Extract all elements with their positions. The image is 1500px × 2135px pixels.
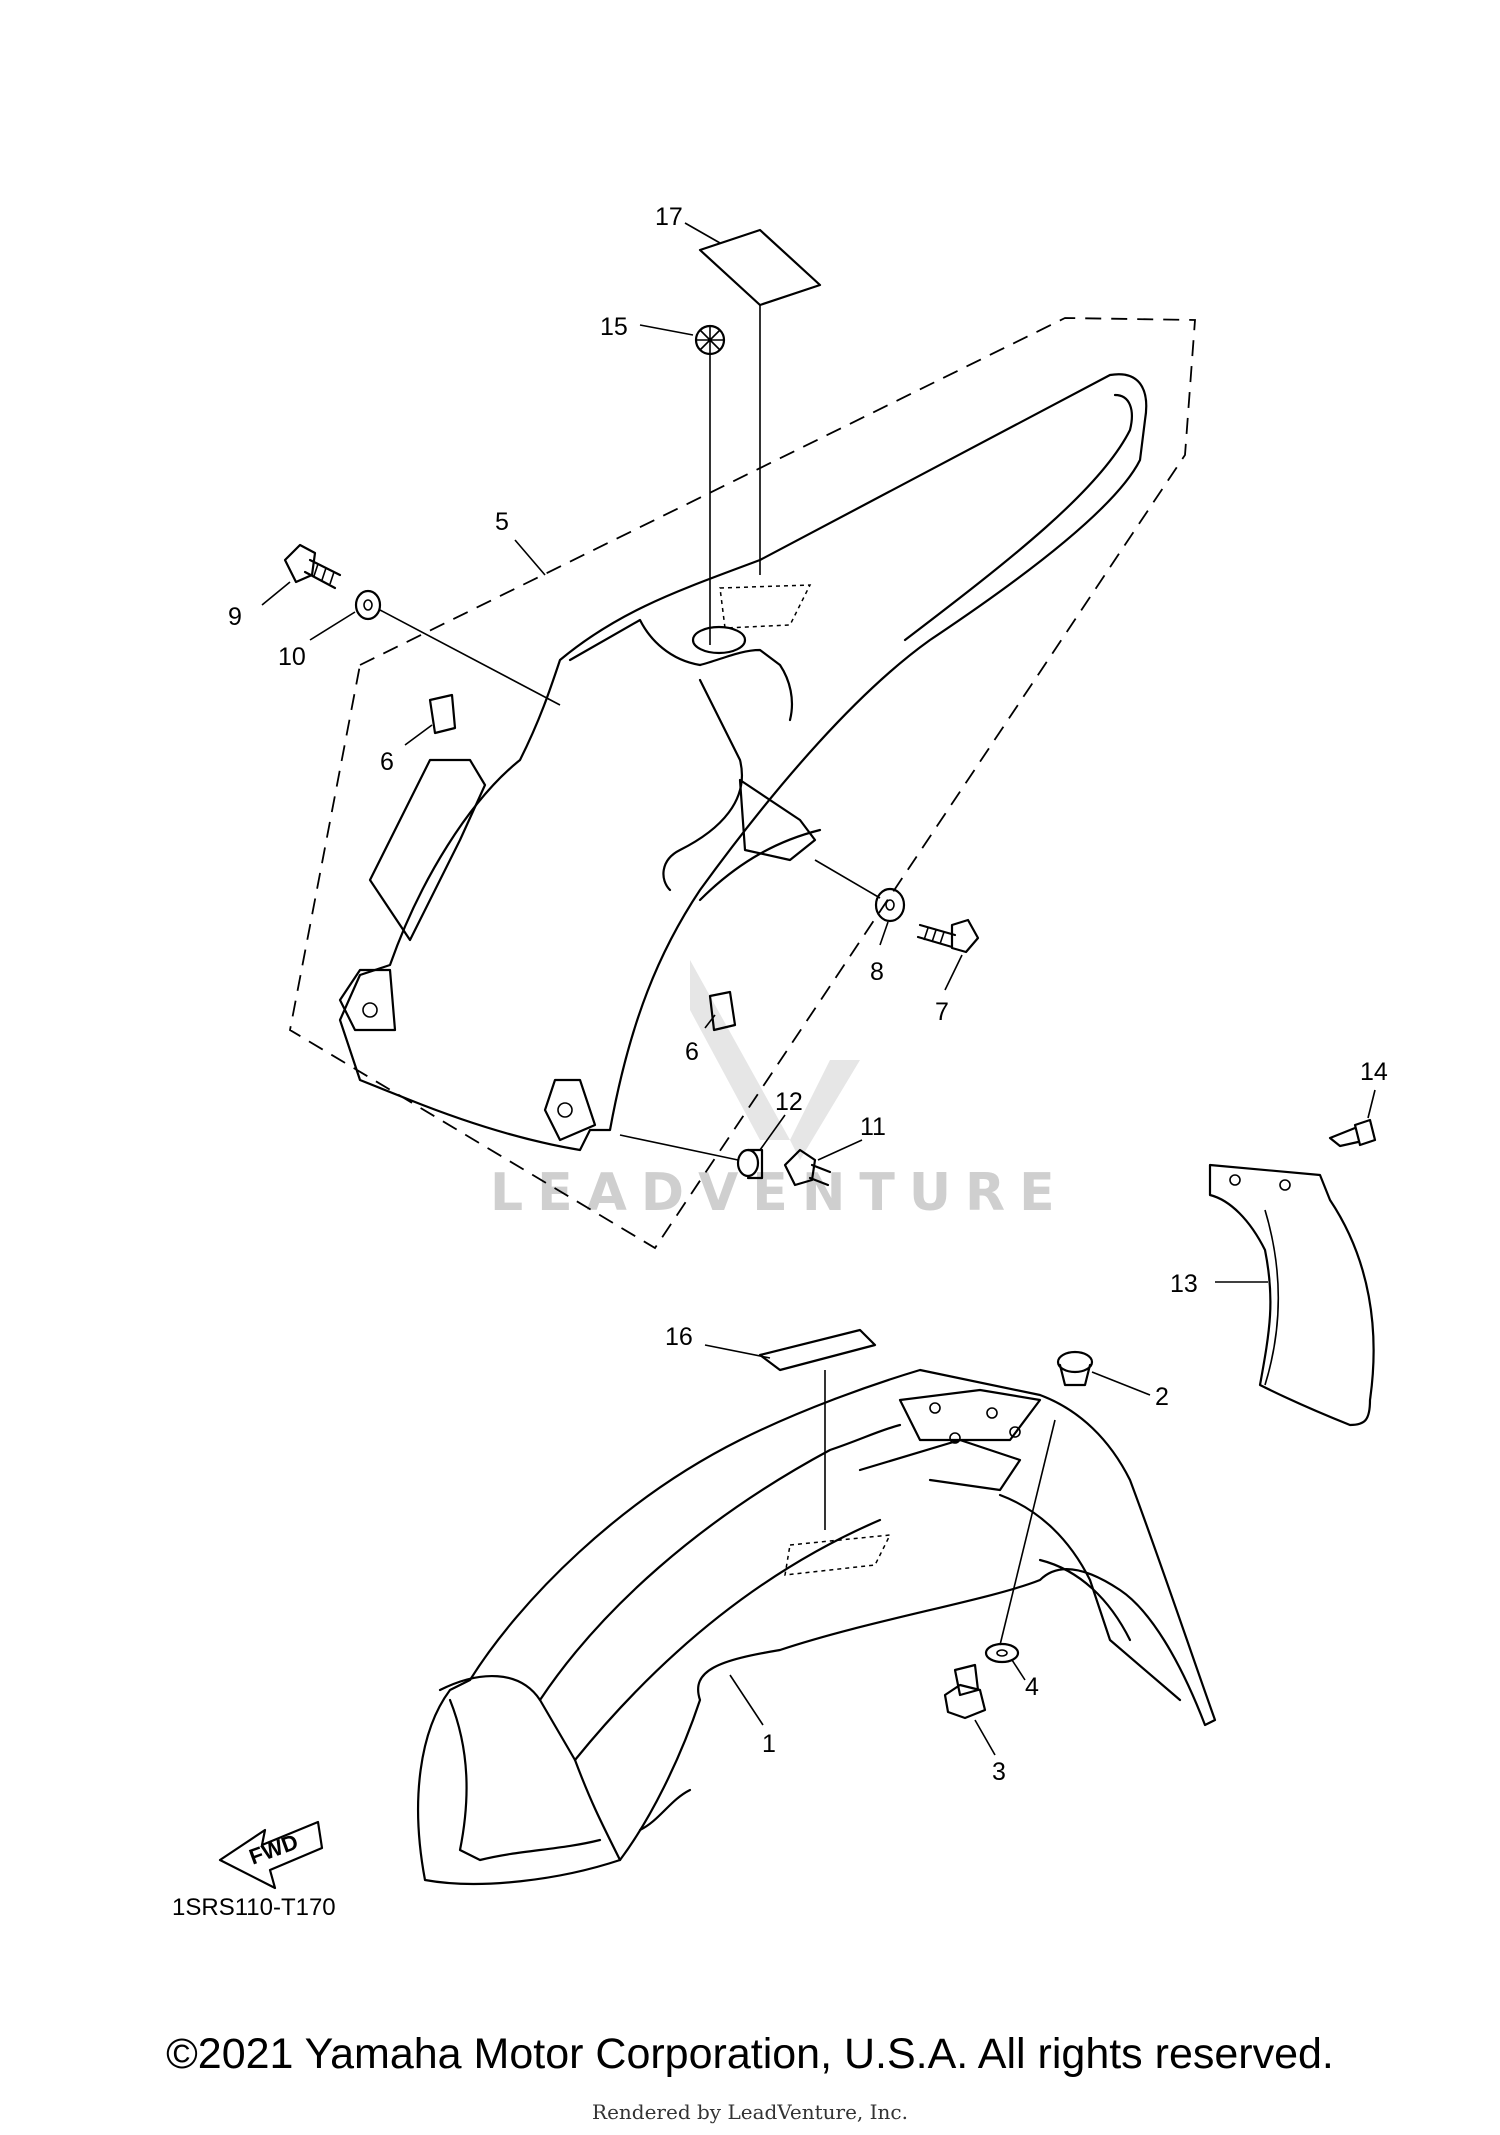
front-fender: [417, 1368, 1217, 1886]
assembly-lines: [379, 305, 1056, 1646]
callouts: 17 15 5 9 10 6 8 7 6 12 11 14 13 16 2 4: [228, 203, 1388, 1786]
fwd-arrow-icon: FWD: [218, 1820, 324, 1890]
callout-14: 14: [1360, 1058, 1388, 1086]
callout-9: 9: [228, 603, 242, 631]
callout-17: 17: [655, 203, 683, 231]
callout-11: 11: [860, 1113, 886, 1141]
callout-7: 7: [935, 998, 949, 1026]
collar-2: [1056, 1350, 1094, 1387]
rear-fender: [338, 373, 1148, 1152]
diagram-code: 1SRS110-T170: [172, 1894, 336, 1921]
nut-6-upper: [428, 693, 457, 735]
callout-16: 16: [665, 1323, 693, 1351]
callout-6-lower: 6: [685, 1038, 699, 1066]
grommet-15: [694, 324, 726, 356]
sticker-16: [758, 1328, 877, 1372]
rendered-by-credit: Rendered by LeadVenture, Inc.: [592, 2100, 908, 2124]
callout-2: 2: [1155, 1383, 1169, 1411]
callout-15: 15: [600, 313, 628, 341]
callout-10: 10: [278, 643, 306, 671]
collar-12: [736, 1148, 764, 1180]
callout-6-upper: 6: [380, 748, 394, 776]
bolt-9: [283, 543, 342, 590]
rear-fender-assembly-boundary: [288, 317, 1196, 1250]
callout-5: 5: [495, 508, 509, 536]
sticker-17: [698, 228, 822, 307]
bolt-11: [783, 1148, 832, 1187]
callout-4: 4: [1025, 1673, 1039, 1701]
fork-guard: [1208, 1163, 1375, 1427]
bolt-7: [916, 918, 980, 954]
callout-1: 1: [762, 1730, 776, 1758]
fwd-label: FWD: [246, 1829, 302, 1870]
washer-8: [874, 887, 906, 923]
callout-12: 12: [775, 1088, 803, 1116]
callout-3: 3: [992, 1758, 1006, 1786]
copyright-notice: ©2021 Yamaha Motor Corporation, U.S.A. A…: [166, 2030, 1334, 2078]
washer-4: [984, 1642, 1020, 1664]
callout-13: 13: [1170, 1270, 1198, 1298]
callout-8: 8: [870, 958, 884, 986]
screw-14: [1328, 1118, 1377, 1148]
leadventure-watermark: LEADVENTURE: [490, 960, 1069, 1223]
washer-10: [354, 589, 382, 621]
watermark-text: LEADVENTURE: [490, 1163, 1069, 1223]
bolt-3: [943, 1663, 987, 1720]
